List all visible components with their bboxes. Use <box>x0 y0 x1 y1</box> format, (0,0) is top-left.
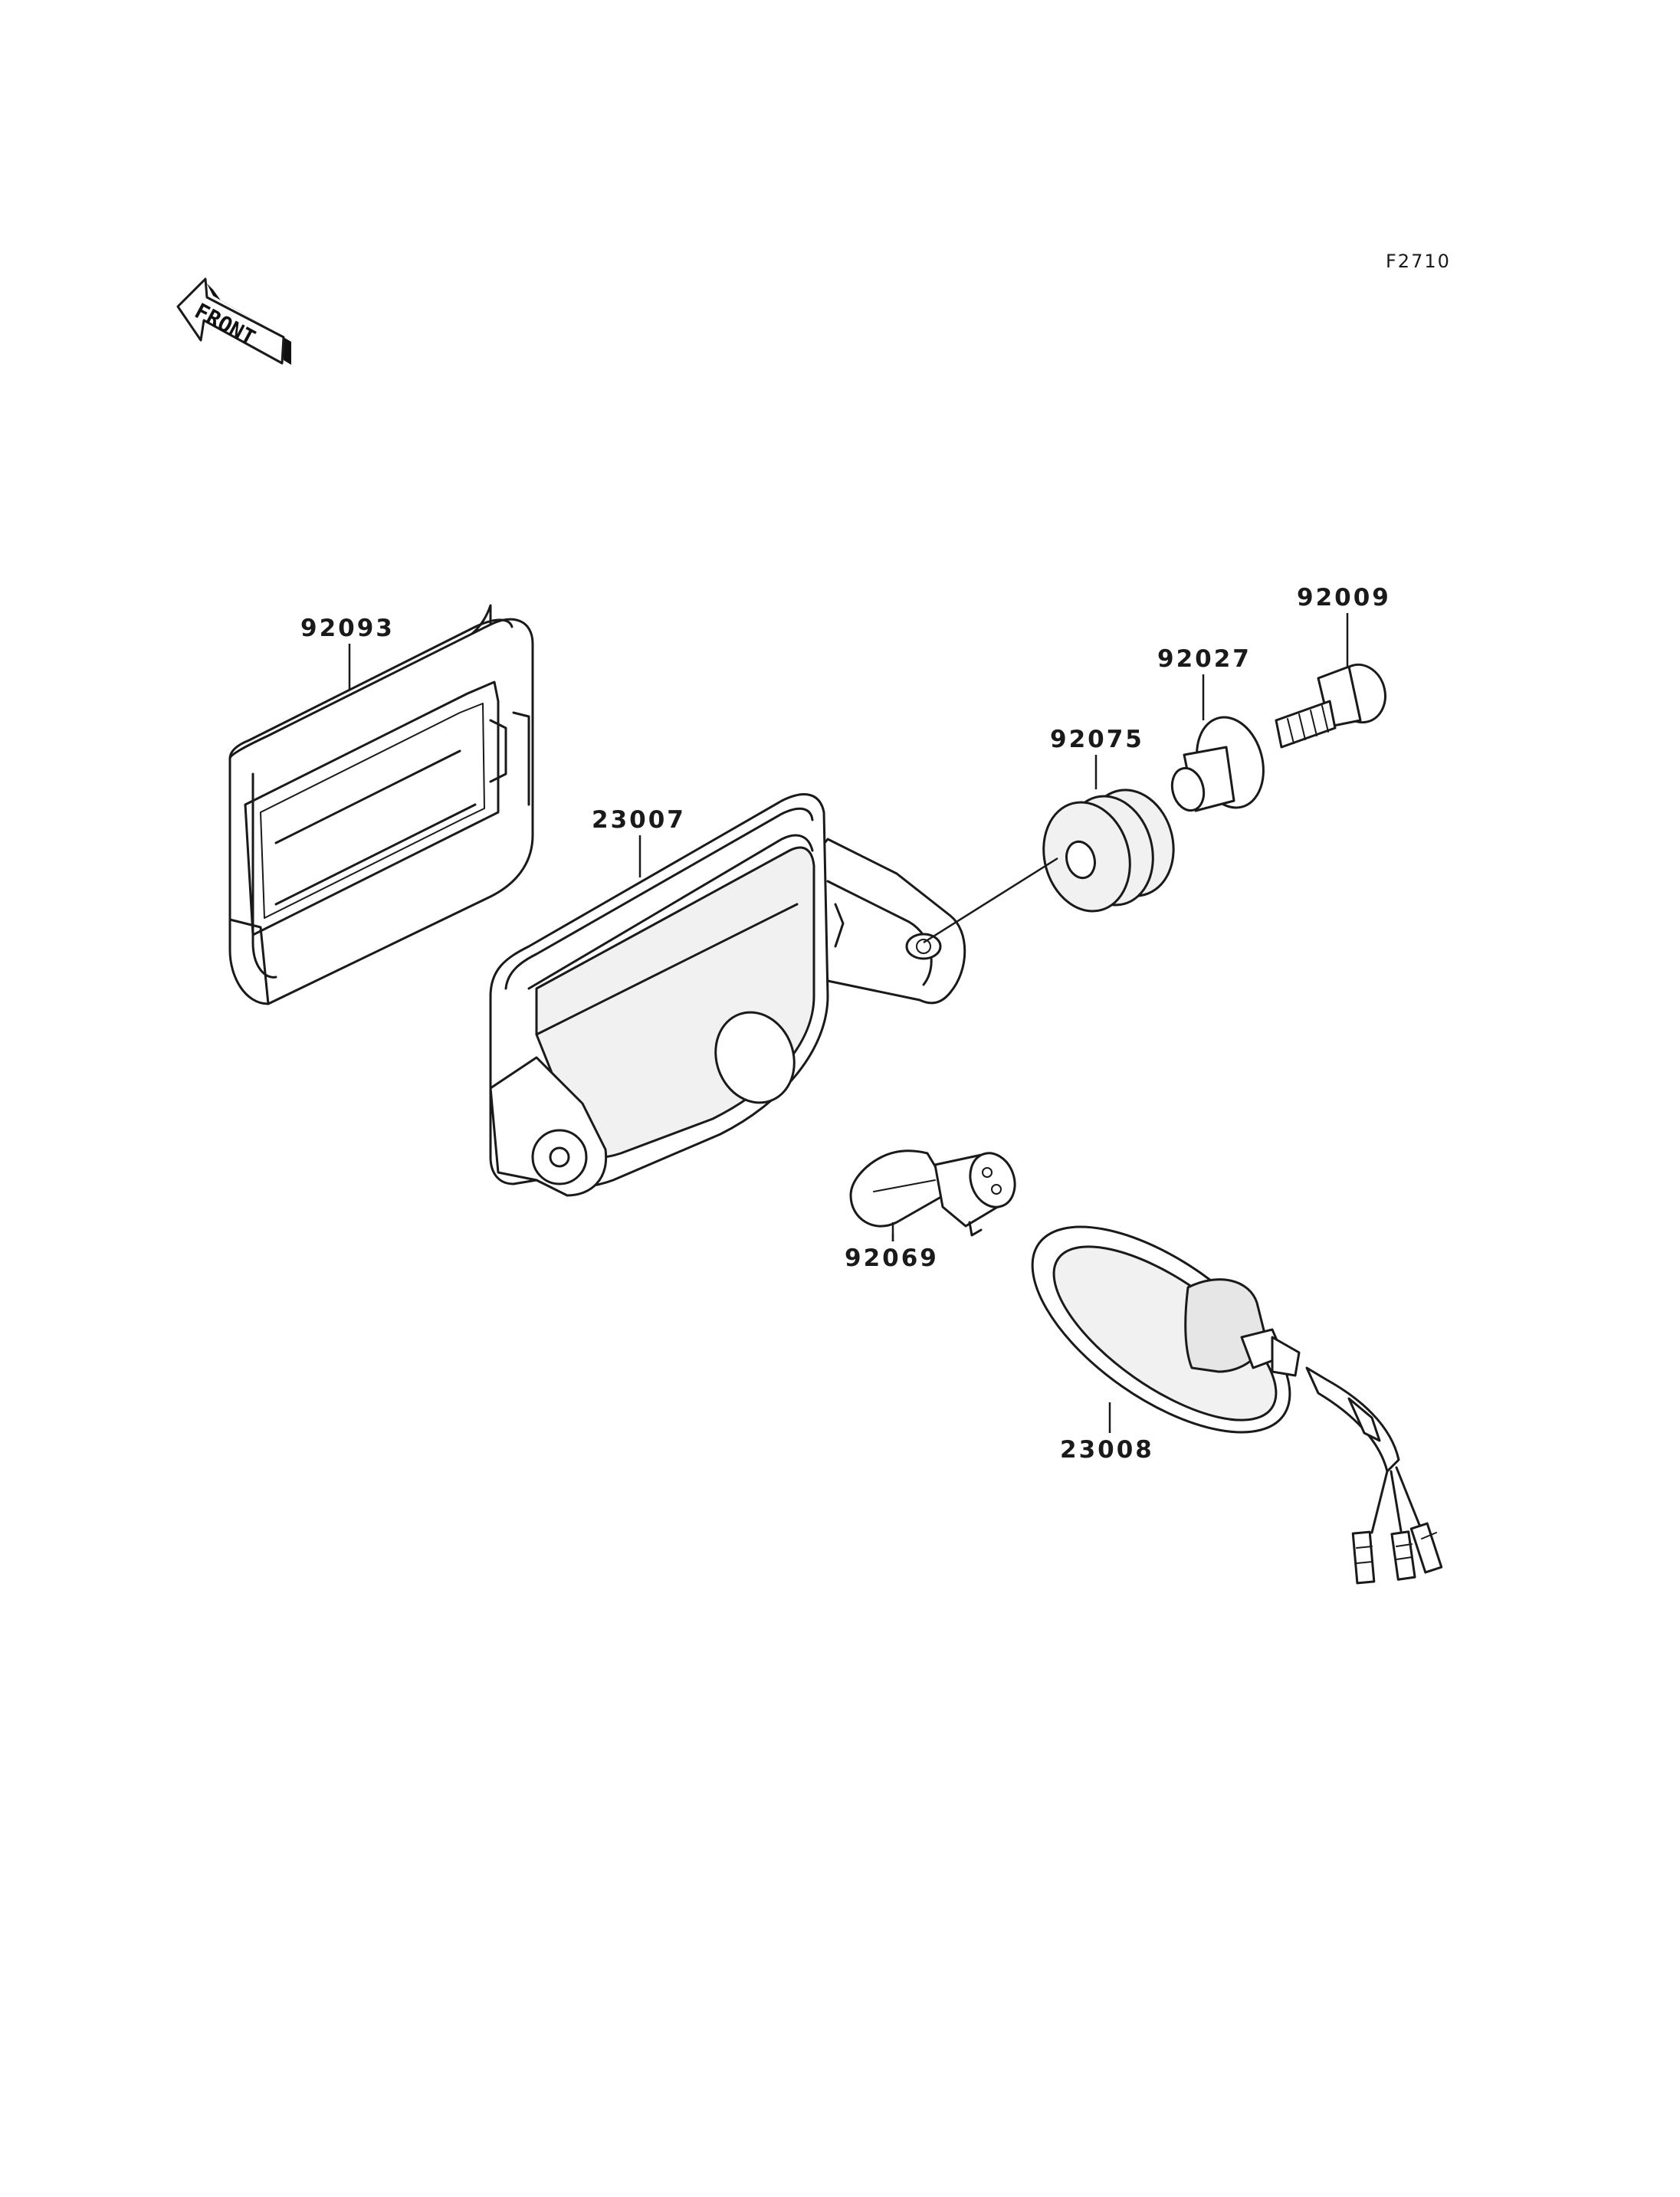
part-label-92009: 92009 <box>1297 584 1391 612</box>
figure-code: F2710 <box>1386 251 1451 272</box>
leader-lines <box>348 613 1349 1433</box>
part-23008-socket-assembly[interactable] <box>999 1187 1443 1585</box>
part-label-92027: 92027 <box>1157 645 1252 673</box>
front-arrow-icon: FRONT <box>176 277 291 365</box>
part-92009-screw[interactable] <box>1275 659 1392 749</box>
part-23007-lamp-housing[interactable] <box>489 793 966 1197</box>
part-92027-collar[interactable] <box>1167 710 1273 815</box>
part-92069-bulb[interactable] <box>849 1147 1022 1237</box>
part-label-23008: 23008 <box>1060 1436 1154 1464</box>
part-92093-gasket[interactable] <box>228 604 534 1005</box>
part-label-92069: 92069 <box>845 1244 939 1272</box>
part-label-92075: 92075 <box>1050 726 1144 753</box>
part-92075-grommet[interactable] <box>1032 780 1185 921</box>
part-label-92093: 92093 <box>300 615 395 642</box>
part-label-23007: 23007 <box>592 806 686 834</box>
